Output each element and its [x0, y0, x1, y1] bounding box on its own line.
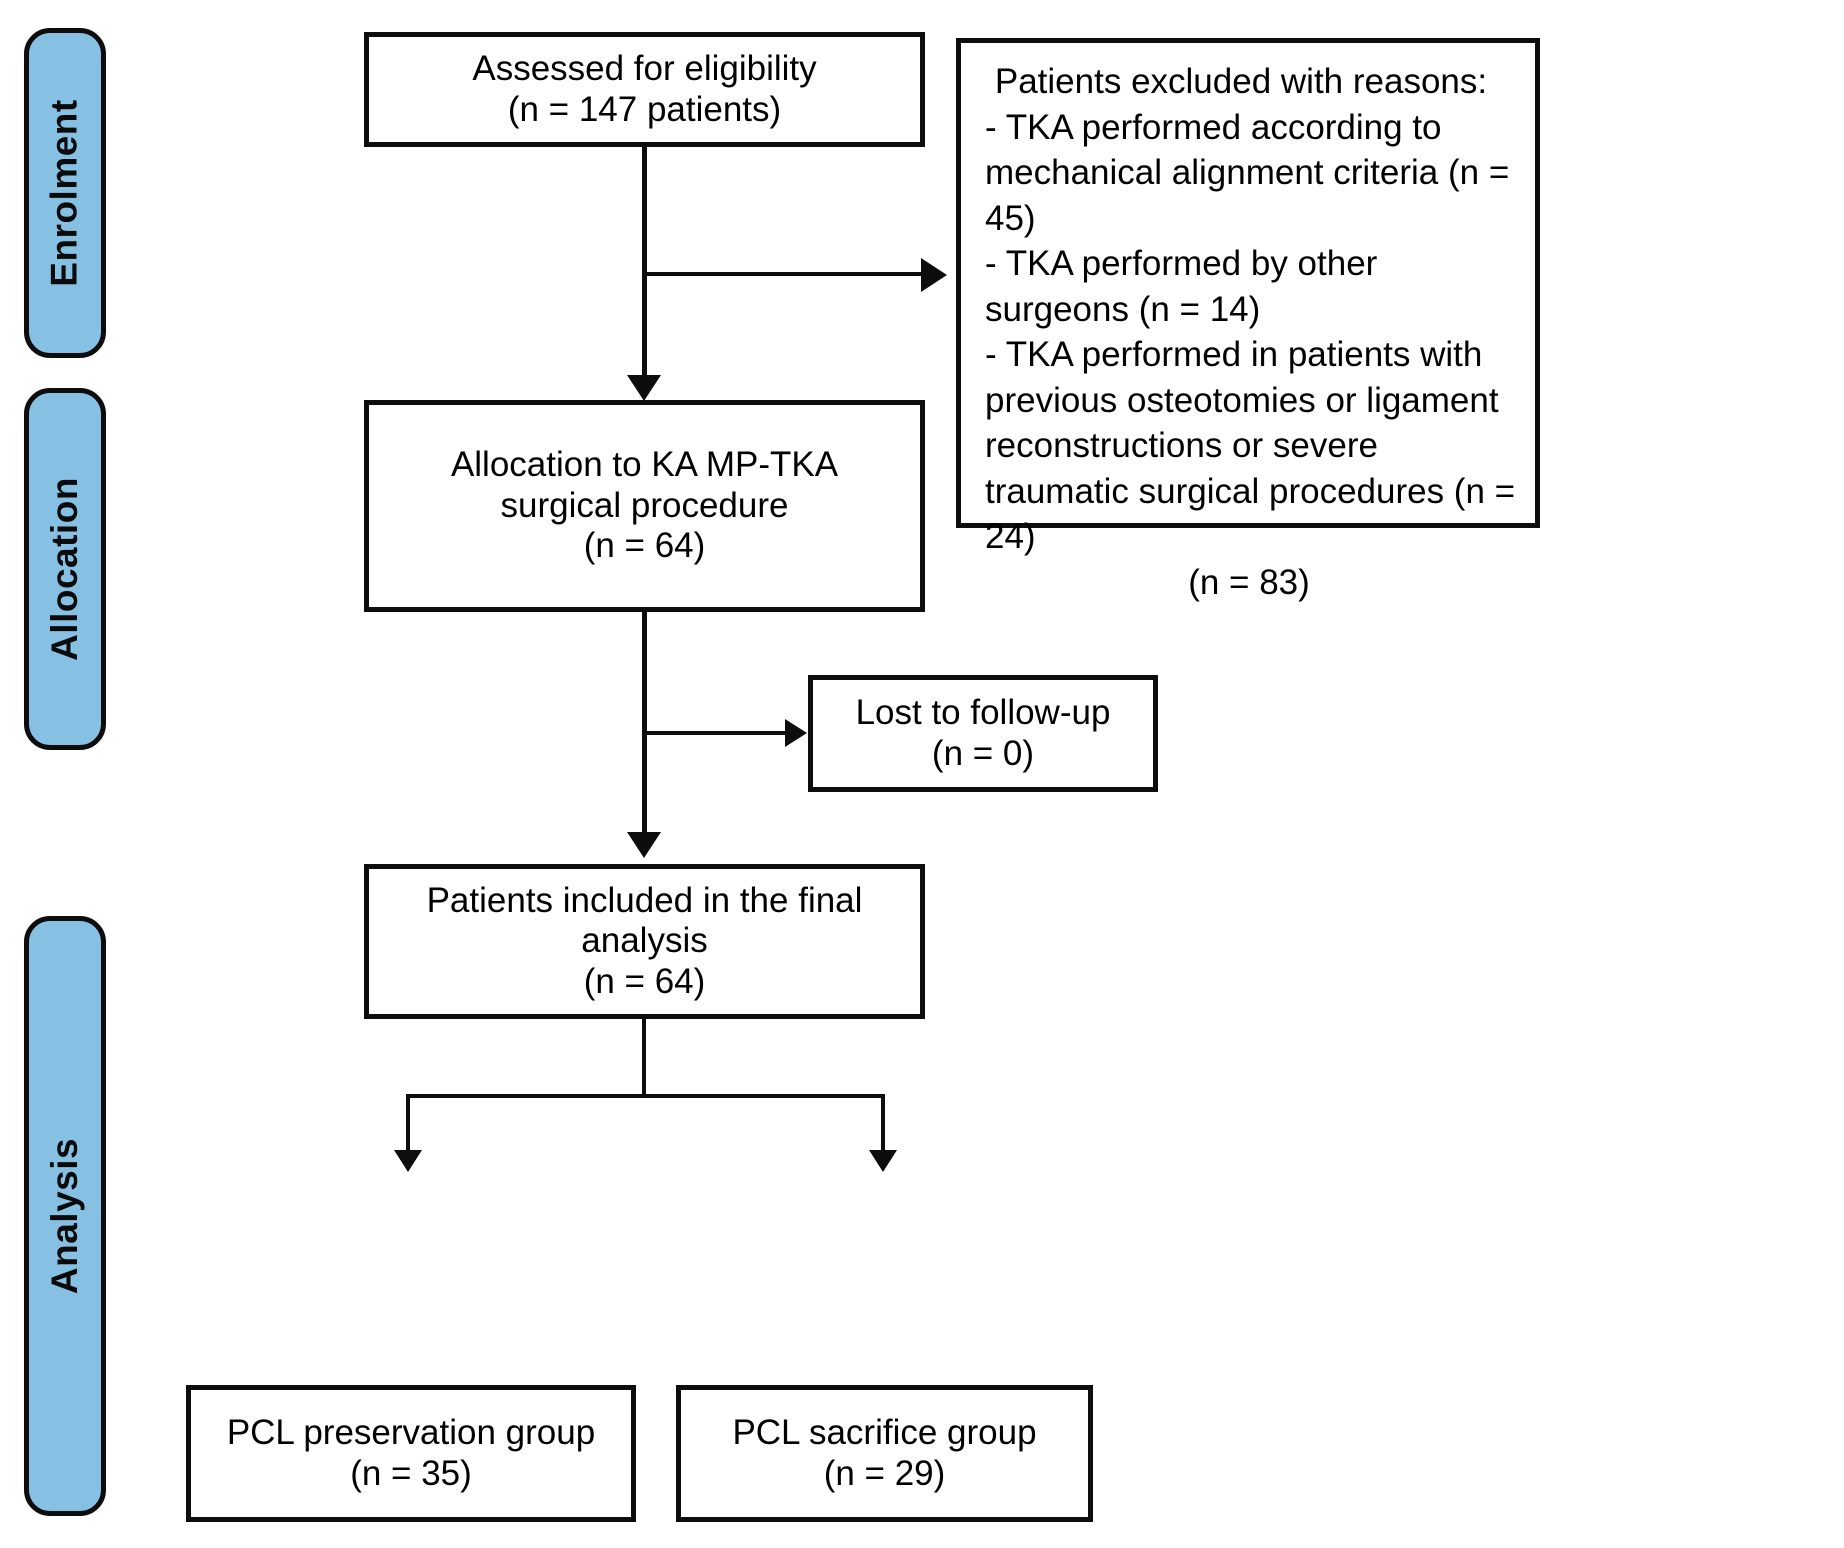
- box-final-analysis: Patients included in the final analysis …: [364, 864, 925, 1019]
- connector-to-excluded: [645, 272, 921, 276]
- arrow-allocation-to-analysis: [627, 832, 661, 858]
- assessed-title: Assessed for eligibility: [472, 48, 817, 88]
- pcl-preservation-count: (n = 35): [350, 1453, 472, 1493]
- excluded-reason-1: - TKA performed according to mechanical …: [985, 107, 1510, 238]
- lost-followup-title: Lost to follow-up: [855, 692, 1111, 732]
- lost-followup-count: (n = 0): [931, 733, 1035, 773]
- box-patients-excluded: Patients excluded with reasons: - TKA pe…: [956, 38, 1540, 602]
- allocation-line-1: Allocation to KA MP-TKA: [450, 445, 839, 485]
- final-analysis-line-1: Patients included in the final: [426, 880, 863, 920]
- pcl-preservation-title: PCL preservation group: [226, 1412, 596, 1452]
- phase-label-enrolment: Enrolment: [44, 99, 85, 287]
- pcl-sacrifice-title: PCL sacrifice group: [732, 1412, 1037, 1452]
- assessed-count: (n = 147 patients): [507, 89, 782, 129]
- allocation-line-2: surgical procedure: [500, 485, 789, 525]
- phase-tab-allocation: Allocation: [24, 388, 106, 750]
- arrow-to-pcl-preservation: [394, 1150, 422, 1172]
- excluded-total: (n = 83): [1188, 562, 1310, 602]
- final-analysis-line-2: analysis: [581, 921, 708, 961]
- box-allocation: Allocation to KA MP-TKA surgical procedu…: [364, 400, 925, 612]
- excluded-reason-3: - TKA performed in patients with previou…: [985, 335, 1516, 556]
- final-analysis-count: (n = 64): [583, 961, 706, 1001]
- box-assessed-for-eligibility: Assessed for eligibility (n = 147 patien…: [364, 32, 925, 147]
- connector-analysis-split-stem: [642, 1019, 646, 1096]
- box-lost-to-followup: Lost to follow-up (n = 0): [808, 675, 1158, 792]
- phase-label-allocation: Allocation: [44, 477, 85, 661]
- connector-to-lost-followup: [645, 731, 785, 735]
- excluded-reason-2: - TKA performed by other surgeons (n = 1…: [985, 244, 1378, 329]
- pcl-sacrifice-count: (n = 29): [823, 1453, 946, 1493]
- arrow-to-lost-followup: [785, 719, 807, 747]
- arrow-to-pcl-sacrifice: [869, 1150, 897, 1172]
- box-pcl-sacrifice-group: PCL sacrifice group (n = 29): [676, 1385, 1093, 1522]
- arrow-to-excluded: [921, 258, 947, 292]
- phase-tab-enrolment: Enrolment: [24, 28, 106, 358]
- connector-analysis-split-bar: [406, 1094, 885, 1098]
- allocation-count: (n = 64): [583, 526, 706, 566]
- phase-tab-analysis: Analysis: [24, 916, 106, 1516]
- arrow-assessed-to-allocation: [627, 375, 661, 401]
- connector-split-left: [406, 1094, 410, 1156]
- phase-label-analysis: Analysis: [44, 1137, 86, 1295]
- box-pcl-preservation-group: PCL preservation group (n = 35): [186, 1385, 636, 1522]
- excluded-heading: Patients excluded with reasons:: [994, 62, 1488, 101]
- connector-assessed-to-allocation: [642, 147, 647, 393]
- connector-allocation-to-analysis: [642, 612, 647, 844]
- connector-split-right: [881, 1094, 885, 1156]
